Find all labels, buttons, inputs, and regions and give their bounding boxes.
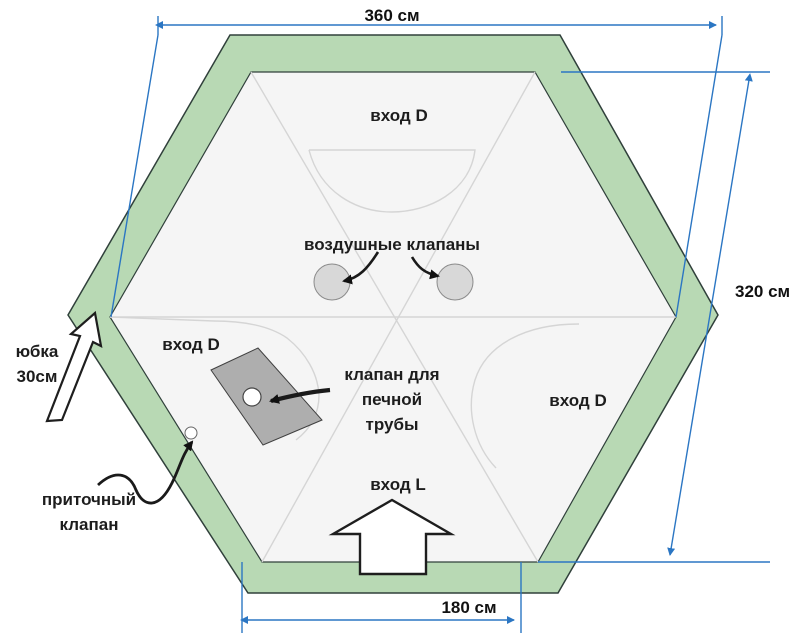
skirt-label-line-2: 30см [17,367,58,386]
air-valve-right-arrow [410,256,440,280]
right-dimension-label: 320 см [735,282,790,301]
skirt-arrow-icon [45,310,103,423]
entrance-right-label: вход D [549,391,606,410]
right-slant-guide [675,34,723,318]
left-slant-guide [110,34,159,318]
left-entrance-base [109,316,215,322]
entrance-top-label: вход D [370,106,427,125]
bottom-dimension-label: 180 см [441,598,496,617]
supply-valve-arrow [97,440,194,505]
stove-pipe-label-line-3: трубы [366,415,419,434]
entrance-left-label: вход D [162,335,219,354]
entrance-arrow-icon [328,498,456,576]
stove-pipe-label-line-1: клапан для [344,365,439,384]
stove-plate [210,347,323,446]
supply-valve-label-line-1: приточный [42,490,136,509]
top-entrance-curve [308,149,476,213]
entrance-bottom-label: вход L [370,475,426,494]
supply-valve-label-line-2: клапан [60,515,119,534]
stove-pipe-label-line-2: печной [362,390,422,409]
right-dimension-line [667,73,753,556]
air-valve-left-arrow [342,251,380,285]
air-valves-label: воздушные клапаны [304,235,480,254]
air-valve-right-icon [436,263,474,301]
right-entrance-curve [470,323,580,469]
supply-valve-icon [184,426,198,440]
skirt-label-line-1: юбка [16,342,59,361]
top-dimension-label: 360 см [364,6,419,25]
stove-pipe-icon [242,387,262,407]
stove-pipe-arrow [269,387,331,404]
